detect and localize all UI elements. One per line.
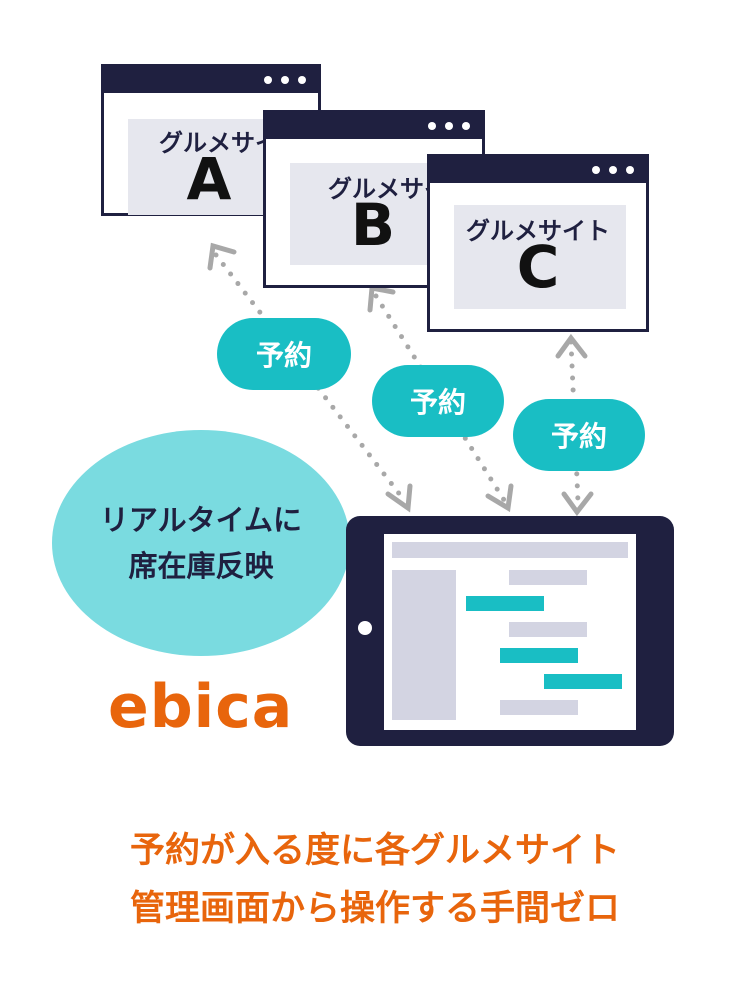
arrow-b-head-bottom	[485, 483, 514, 513]
timeline-slot-teal	[466, 596, 544, 611]
window-dot-icon	[592, 166, 600, 174]
window-dot-icon	[281, 76, 289, 84]
tablet-screen	[384, 534, 636, 730]
arrow-c-head-top	[555, 333, 588, 359]
arrow-a-head-bottom	[385, 483, 413, 513]
arrow-c-line	[568, 339, 581, 505]
window-titlebar	[104, 67, 318, 93]
window-titlebar	[266, 113, 482, 139]
screen-header-bar	[392, 542, 628, 558]
window-dot-icon	[609, 166, 617, 174]
site-letter: A	[186, 145, 232, 213]
site-letter: C	[516, 233, 560, 301]
bubble-line-1: リアルタイムに	[99, 503, 303, 537]
window-titlebar	[430, 157, 646, 183]
timeline-slot-gray	[509, 570, 587, 585]
window-dot-icon	[298, 76, 306, 84]
site-name: グルメサイト	[466, 217, 610, 245]
ebica-logo: ebica	[108, 672, 294, 742]
home-button-icon	[358, 621, 372, 635]
arrow-a-head-top	[207, 242, 237, 271]
window-dot-icon	[626, 166, 634, 174]
window-dot-icon	[264, 76, 272, 84]
realtime-sync-bubble: リアルタイムに 席在庫反映	[52, 430, 350, 656]
timeline-slot-gray	[500, 700, 578, 715]
window-dot-icon	[462, 122, 470, 130]
tablet-device	[346, 516, 674, 746]
reservation-label-b: 予約	[372, 365, 504, 437]
caption-line-2: 管理画面から操作する手間ゼロ	[129, 889, 620, 929]
gourmet-site-window-c: グルメサイト C	[427, 154, 649, 332]
reservation-label-a: 予約	[217, 318, 351, 390]
timeline-slot-gray	[509, 622, 587, 637]
arrow-c-head-bottom	[561, 491, 594, 517]
timeline-slot-teal	[544, 674, 622, 689]
caption-line-1: 予約が入る度に各グルメサイト	[129, 831, 620, 871]
bubble-line-2: 席在庫反映	[128, 549, 274, 583]
window-content-panel	[454, 205, 626, 309]
arrow-b-head-top	[367, 285, 396, 313]
site-letter: B	[350, 191, 396, 259]
window-dot-icon	[445, 122, 453, 130]
reservation-label-c: 予約	[513, 399, 645, 471]
window-dot-icon	[428, 122, 436, 130]
screen-sidebar	[392, 570, 456, 720]
timeline-slot-teal	[500, 648, 578, 663]
